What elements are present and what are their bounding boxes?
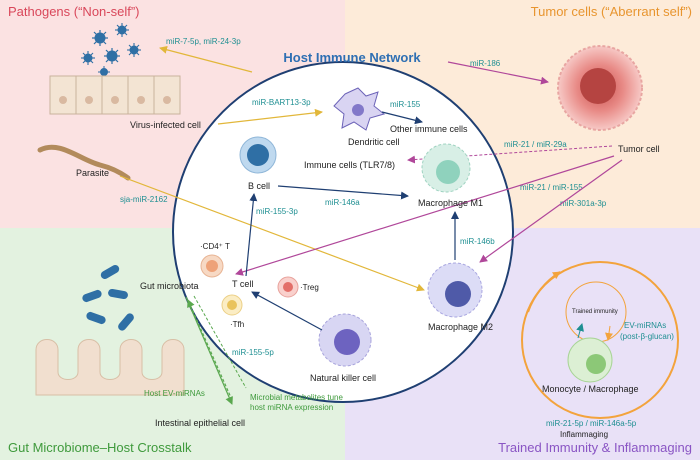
arrow-tcell-to-bcell — [245, 193, 258, 277]
arrow-parasite-to-m2 — [119, 175, 425, 292]
metabolites-line2: host miRNA expression — [250, 403, 333, 412]
mir186-label: miR-186 — [470, 59, 501, 68]
virus-infected-label: Virus-infected cell — [130, 120, 201, 130]
trained-outer-ring — [521, 261, 679, 419]
mir146b-label: miR-146b — [460, 237, 495, 246]
dendritic-label: Dendritic cell — [348, 137, 400, 147]
m2-label: Macrophage M2 — [428, 322, 493, 332]
pathogens-title: Pathogens (“Non-self”) — [8, 4, 140, 19]
arrow-gut-down — [185, 296, 233, 405]
sja-label: sja-miR-2162 — [120, 195, 168, 204]
arrow-nk-to-tcell — [251, 291, 323, 331]
b-cell-label: B cell — [248, 181, 270, 191]
tumor-cell-label: Tumor cell — [618, 144, 660, 154]
network-title: Host Immune Network — [283, 50, 421, 65]
arrow-tumor-to-m2 — [479, 159, 623, 263]
mir155-5p-label: miR-155-5p — [232, 348, 274, 357]
arrow-metabolites — [193, 295, 247, 389]
mir155-top-label: miR-155 — [390, 100, 421, 109]
t-cell-label: T cell — [232, 279, 253, 289]
gut-title: Gut Microbiome–Host Crosstalk — [8, 440, 192, 455]
arrow-tumor-to-tcell — [235, 155, 615, 276]
parasite-icon — [37, 144, 131, 181]
cd4-cell-icon — [200, 254, 224, 278]
cd4-label: ·CD4⁺ T — [200, 242, 230, 251]
mir155-3p-label: miR-155-3p — [256, 207, 298, 216]
macrophage-m1-icon — [421, 143, 471, 193]
tfh-label: ·Tfh — [230, 320, 244, 329]
treg-label: ·Treg — [300, 283, 319, 292]
metabolites-line1: Microbial metabolites tune — [250, 393, 343, 402]
arrow-dendritic-to-other — [381, 111, 423, 125]
ev-mirnas-label: EV-miRNAs — [624, 321, 666, 330]
trained-immunity-label: Trained immunity — [572, 309, 618, 315]
b-cell-icon — [239, 136, 277, 174]
bacteria-icon — [82, 265, 134, 331]
tfh-cell-icon — [221, 294, 243, 316]
arrow-bcell-to-m1 — [277, 185, 409, 200]
trained-ring-arrow — [527, 271, 561, 313]
virus-icon — [81, 23, 141, 78]
arrow-virus-to-dendritic — [217, 108, 323, 125]
tumor-cell-icon — [557, 45, 643, 131]
mir146a-label: miR-146a — [325, 198, 360, 207]
inflammaging-label: Inflammaging — [560, 430, 608, 439]
arrow-mir7-to-virus — [159, 45, 253, 73]
bart13-label: miR-BART13-3p — [252, 98, 311, 107]
mir21-29a-label: miR-21 / miR-29a — [504, 140, 567, 149]
m1-label: Macrophage M1 — [418, 198, 483, 208]
immune-tlr-label: Immune cells (TLR7/8) — [304, 160, 395, 170]
dendritic-cell-icon — [333, 87, 386, 131]
arrow-gut-up — [187, 299, 233, 401]
epithelium-icon — [49, 75, 181, 115]
mir21-155-label: miR-21 / miR-155 — [520, 183, 583, 192]
post-glucan-label: (post-β-glucan) — [620, 332, 674, 341]
intestinal-label: Intestinal epithelial cell — [155, 418, 245, 428]
mir7-label: miR-7-5p, miR-24-3p — [166, 37, 241, 46]
arrow-monocyte-up — [576, 323, 584, 339]
nk-cell-icon — [318, 313, 372, 367]
nk-label: Natural killer cell — [310, 373, 376, 383]
parasite-label: Parasite — [76, 168, 109, 178]
mir21-146a-label: miR-21-5p / miR-146a-5p — [546, 419, 637, 428]
host-ev-label: Host EV-miRNAs — [144, 389, 205, 398]
gut-microbiota-label: Gut microbiota — [140, 281, 199, 291]
monocyte-label: Monocyte / Macrophage — [542, 384, 639, 394]
monocyte-icon — [567, 337, 613, 383]
tumor-title: Tumor cells (“Aberrant self”) — [531, 4, 692, 19]
arrow-trained-down — [605, 325, 613, 341]
macrophage-m2-icon — [427, 262, 483, 318]
treg-cell-icon — [277, 276, 299, 298]
arrow-tumor-mir186 — [447, 61, 549, 85]
other-immune-label: Other immune cells — [390, 124, 468, 134]
intestinal-villi-icon — [35, 339, 185, 396]
trained-title: Trained Immunity & Inflammaging — [498, 440, 692, 455]
mir301-label: miR-301a-3p — [560, 199, 607, 208]
